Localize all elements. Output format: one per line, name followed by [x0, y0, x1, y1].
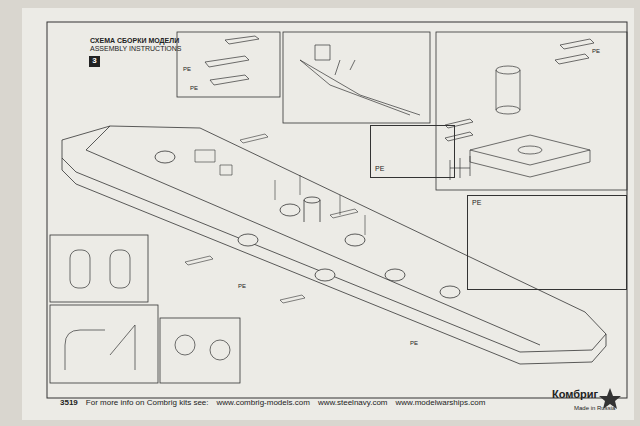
pe-label: PE	[238, 283, 246, 290]
sheet-title: СХЕМА СБОРКИ МОДЕЛИ	[90, 37, 179, 45]
node-box: 3	[89, 56, 100, 67]
footer-text: www.steelnavy.com	[318, 398, 388, 407]
pe-label: PE	[183, 66, 191, 73]
inset-frames	[50, 32, 627, 383]
node-box: PE	[370, 125, 455, 178]
step-number: 3	[92, 57, 96, 66]
footer: 3519 For more info on Combrig kits see: ww…	[60, 398, 485, 407]
mast-detail	[300, 45, 420, 115]
pe-label: PE	[375, 165, 384, 173]
funnel-detail	[445, 39, 594, 180]
sheet-subtitle: ASSEMBLY INSTRUCTIONS	[90, 45, 182, 53]
footer-text: www.combrig-models.com	[217, 398, 310, 407]
small-parts	[65, 250, 230, 370]
ship-parts	[185, 134, 365, 303]
pe-label: PE	[592, 48, 600, 55]
origin-note: Made in Russia	[574, 405, 615, 412]
footer-text: www.modelwarships.com	[396, 398, 486, 407]
pe-label: PE	[472, 199, 481, 207]
pe-label: PE	[190, 85, 198, 92]
pe-label: PE	[410, 340, 418, 347]
node-box: PE	[467, 195, 627, 290]
footer-text: For more info on Combrig kits see:	[86, 398, 209, 407]
kit-number: 3519	[60, 398, 78, 407]
brand-logo: Комбриг	[552, 388, 598, 400]
ship-hull	[62, 126, 606, 364]
sheet	[22, 8, 634, 420]
frame	[47, 22, 627, 398]
turrets	[155, 151, 460, 298]
boats	[205, 36, 259, 85]
